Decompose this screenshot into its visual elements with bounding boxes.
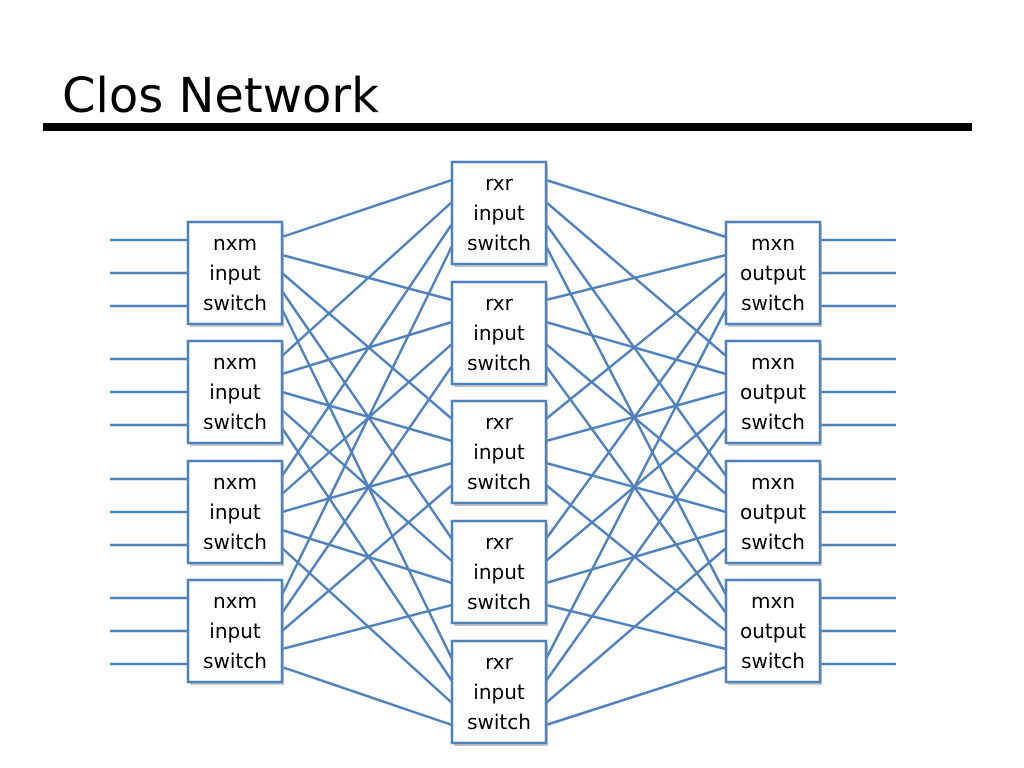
middle-switch-label-line-2: input: [473, 201, 525, 225]
middle-switch-label-line-3: switch: [467, 710, 531, 734]
input-switch-4: nxm input switch: [186, 578, 284, 685]
middle-switch-label-line-2: input: [473, 680, 525, 704]
input-switch-box: [186, 220, 284, 326]
input-switch-2: nxm input switch: [186, 339, 284, 446]
link-input-2-to-middle-1: [281, 201, 453, 357]
output-switch-3: mxn output switch: [724, 459, 822, 566]
input-switch-1: nxm input switch: [186, 220, 284, 327]
middle-switch-2: rxr input switch: [450, 280, 548, 387]
interstage-wires: [280, 178, 728, 727]
link-middle-5-to-output-3: [545, 547, 727, 704]
link-middle-1-to-output-1: [545, 178, 727, 239]
link-middle-3-to-output-1: [545, 272, 727, 420]
output-switch-label-line-1: mxn: [751, 231, 795, 255]
link-middle-2-to-output-4: [544, 365, 728, 614]
input-switch-label-line-3: switch: [203, 291, 267, 315]
output-switch-2: mxn output switch: [724, 339, 822, 446]
middle-switch-box: [450, 639, 548, 745]
middle-switch-label-line-3: switch: [467, 231, 531, 255]
input-switch-label-line-2: input: [209, 261, 261, 285]
title-underline: [43, 123, 972, 131]
output-switch-label-line-3: switch: [741, 291, 805, 315]
link-middle-1-to-output-2: [545, 201, 727, 357]
link-middle-1-to-output-4: [544, 245, 728, 596]
input-switch-label-line-2: input: [209, 619, 261, 643]
link-middle-4-to-output-1: [544, 290, 728, 540]
link-middle-1-to-output-3: [544, 223, 728, 477]
input-switch-label-line-1: nxm: [213, 231, 257, 255]
output-switch-label-line-2: output: [740, 500, 806, 524]
output-switch-label-line-2: output: [740, 380, 806, 404]
input-switch-box: [186, 578, 284, 684]
input-switch-box: [186, 339, 284, 445]
output-switch-label-line-2: output: [740, 261, 806, 285]
switch-nodes: nxm input switch nxm input switch nxm input swit…: [186, 160, 822, 746]
link-input-4-to-middle-4: [281, 603, 453, 651]
middle-switch-1: rxr input switch: [450, 160, 548, 267]
input-switch-label-line-3: switch: [203, 649, 267, 673]
input-switch-box: [186, 459, 284, 565]
output-switch-4: mxn output switch: [724, 578, 822, 685]
middle-switch-label-line-1: rxr: [485, 530, 514, 554]
middle-switch-label-line-3: switch: [467, 590, 531, 614]
middle-switch-label-line-2: input: [473, 321, 525, 345]
output-switch-label-line-3: switch: [741, 530, 805, 554]
middle-switch-box: [450, 399, 548, 505]
output-switch-box: [724, 578, 822, 684]
output-switch-label-line-1: mxn: [751, 470, 795, 494]
middle-switch-box: [450, 280, 548, 386]
middle-switch-label-line-2: input: [473, 440, 525, 464]
middle-switch-4: rxr input switch: [450, 519, 548, 626]
input-switch-label-line-1: nxm: [213, 589, 257, 613]
output-switch-label-line-1: mxn: [751, 589, 795, 613]
middle-switch-box: [450, 519, 548, 625]
input-switch-label-line-2: input: [209, 380, 261, 404]
link-input-3-to-middle-1: [280, 223, 454, 477]
link-middle-3-to-output-4: [545, 484, 727, 632]
output-switch-label-line-3: switch: [741, 410, 805, 434]
external-wires: [110, 238, 896, 666]
middle-switch-3: rxr input switch: [450, 399, 548, 506]
link-input-2-to-middle-3: [281, 390, 453, 443]
middle-switch-label-line-3: switch: [467, 470, 531, 494]
middle-switch-label-line-1: rxr: [485, 410, 514, 434]
middle-switch-5: rxr input switch: [450, 639, 548, 746]
link-input-1-to-middle-3: [281, 272, 453, 420]
output-switch-label-line-1: mxn: [751, 350, 795, 374]
link-input-1-to-middle-1: [281, 178, 453, 239]
middle-switch-label-line-3: switch: [467, 351, 531, 375]
input-switch-label-line-3: switch: [203, 530, 267, 554]
link-middle-4-to-output-4: [545, 603, 727, 651]
link-input-4-to-middle-3: [281, 484, 453, 632]
output-switch-box: [724, 339, 822, 445]
input-switch-label-line-1: nxm: [213, 470, 257, 494]
output-switch-box: [724, 220, 822, 326]
middle-switch-label-line-2: input: [473, 560, 525, 584]
link-input-4-to-middle-5: [281, 665, 453, 727]
middle-switch-label-line-1: rxr: [485, 291, 514, 315]
input-switch-3: nxm input switch: [186, 459, 284, 566]
link-input-3-to-middle-5: [281, 547, 453, 704]
input-switch-label-line-1: nxm: [213, 350, 257, 374]
link-input-4-to-middle-2: [280, 365, 454, 614]
output-switch-box: [724, 459, 822, 565]
middle-switch-label-line-1: rxr: [485, 650, 514, 674]
output-switch-1: mxn output switch: [724, 220, 822, 327]
link-middle-3-to-output-2: [545, 390, 727, 443]
middle-switch-box: [450, 160, 548, 266]
link-middle-5-to-output-4: [545, 665, 727, 727]
output-switch-label-line-3: switch: [741, 649, 805, 673]
middle-switch-label-line-1: rxr: [485, 171, 514, 195]
link-input-4-to-middle-1: [280, 245, 454, 596]
input-switch-label-line-3: switch: [203, 410, 267, 434]
link-input-1-to-middle-4: [280, 290, 454, 540]
slide-title: Clos Network: [62, 68, 379, 124]
output-switch-label-line-2: output: [740, 619, 806, 643]
input-switch-label-line-2: input: [209, 500, 261, 524]
